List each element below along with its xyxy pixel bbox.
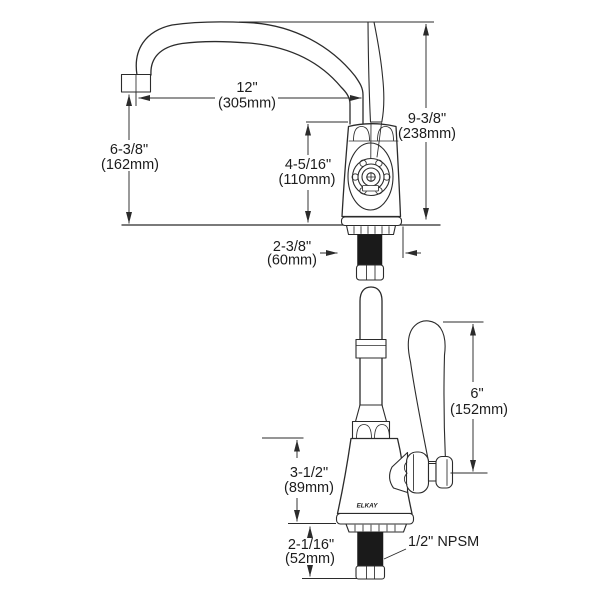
handle-blade-front-lower [370, 122, 382, 159]
dim-side-body-mm: (89mm) [284, 480, 334, 496]
base-step-ticks [353, 226, 390, 234]
dim-body-height-mm: (110mm) [279, 172, 336, 188]
supply-shank-front [357, 234, 383, 266]
wrist-handle-side [407, 320, 447, 463]
dim-overall-height-in: 9-3/8" [408, 111, 446, 127]
side-view: ELKAY [335, 286, 454, 580]
pipe-flare-side [354, 404, 388, 423]
hub-outer-ring [351, 157, 391, 197]
base-step-side-ticks [354, 524, 396, 532]
dim-shank-in: 2-1/16" [288, 537, 334, 553]
dim-shank-mm: (52mm) [285, 551, 335, 567]
thread-leader-line [383, 548, 407, 560]
dimensions: 12" (305mm) 6-3/8" (162mm) 9-3/8" (238mm… [101, 24, 508, 579]
dim-spout-height-mm: (162mm) [101, 157, 159, 173]
dim-spout-reach-in: 12" [236, 80, 257, 96]
valve-knob-side [405, 451, 430, 494]
thread-label: 1/2" NPSM [408, 534, 479, 550]
dim-handle-in: 6" [470, 386, 483, 402]
bonnet-ears-side [356, 424, 390, 439]
dim-overall-height-mm: (238mm) [398, 126, 456, 142]
body-escutcheon-oval [347, 142, 394, 211]
valve-knob-scallops [403, 454, 414, 491]
supply-shank-side [357, 531, 384, 567]
dim-spout-reach-mm: (305mm) [218, 96, 276, 112]
base-flange-front [340, 216, 403, 227]
mounting-nut-front [355, 264, 385, 281]
dim-base-width-in: 2-3/8" [273, 239, 311, 255]
brand-logo: ELKAY [357, 503, 379, 510]
spout-inner-curve [150, 40, 351, 125]
base-step-front [345, 224, 397, 236]
bonnet-ear-left [353, 126, 370, 141]
dim-handle-mm: (152mm) [450, 402, 508, 418]
bonnet-ring-side [351, 420, 391, 440]
mounting-nut-facets [366, 265, 376, 280]
mounting-nut-side-facets [366, 566, 375, 579]
handle-hub-side [435, 455, 454, 489]
base-flange-side [335, 512, 415, 525]
valve-cone-side [389, 451, 409, 494]
base-step-side [345, 523, 408, 533]
spout-outer-curve [135, 21, 364, 125]
handle-neck-side [427, 462, 437, 482]
pipe-collar [355, 338, 387, 359]
dim-body-height-in: 4-5/16" [285, 157, 331, 173]
hub-lower-detail [362, 185, 379, 192]
front-view [120, 21, 441, 281]
hub-screw-cross-icon [366, 172, 376, 182]
bonnet-ear-right [377, 126, 394, 141]
dim-spout-height-in: 6-3/8" [110, 142, 148, 158]
dim-base-width-mm: (60mm) [267, 253, 317, 269]
mounting-nut-side [355, 565, 386, 580]
dim-side-body-in: 3-1/2" [290, 465, 328, 481]
handle-blade-front [367, 21, 385, 123]
